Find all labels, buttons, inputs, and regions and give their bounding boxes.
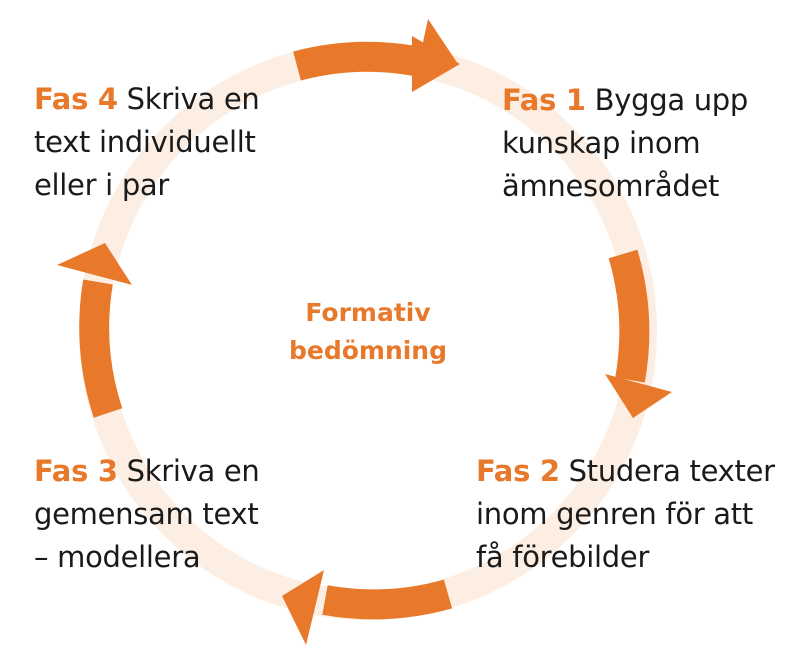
phase-4-line3: eller i par xyxy=(34,168,170,202)
phase-1: Fas 1 Bygga upp kunskap inom ämnesområde… xyxy=(502,79,748,208)
center-label-line1: Formativ xyxy=(305,298,431,327)
phase-1-label: Fas 1 xyxy=(502,83,586,117)
phase-4-label: Fas 4 xyxy=(34,82,118,116)
phase-1-line3: ämnesområdet xyxy=(502,169,720,203)
phase-2-label: Fas 2 xyxy=(476,454,560,488)
phase-4-line2: text individuellt xyxy=(34,125,256,159)
phase-2-line2: inom genren för att xyxy=(476,497,753,531)
arrow-bottom-icon xyxy=(282,570,453,645)
phase-3-line2: gemensam text xyxy=(34,497,259,531)
arrow-top-icon xyxy=(293,19,460,92)
arrow-left-icon xyxy=(57,243,132,418)
phase-4: Fas 4 Skriva en text individuellt eller … xyxy=(34,78,260,207)
center-label: Formativ bedömning xyxy=(268,294,468,370)
phase-3-label: Fas 3 xyxy=(34,454,118,488)
phase-2: Fas 2 Studera texter inom genren för att… xyxy=(476,450,775,579)
arrow-right-icon xyxy=(605,249,672,418)
phase-1-line2: kunskap inom xyxy=(502,126,701,160)
phase-2-line3: få förebilder xyxy=(476,540,650,574)
phase-2-line1: Studera texter xyxy=(568,454,775,488)
phase-4-line1: Skriva en xyxy=(126,82,260,116)
center-label-line2: bedömning xyxy=(288,336,448,365)
phase-3: Fas 3 Skriva en gemensam text – modeller… xyxy=(34,450,260,579)
phase-3-line3: – modellera xyxy=(34,540,201,574)
phase-1-line1: Bygga upp xyxy=(594,83,749,117)
phase-3-line1: Skriva en xyxy=(126,454,260,488)
